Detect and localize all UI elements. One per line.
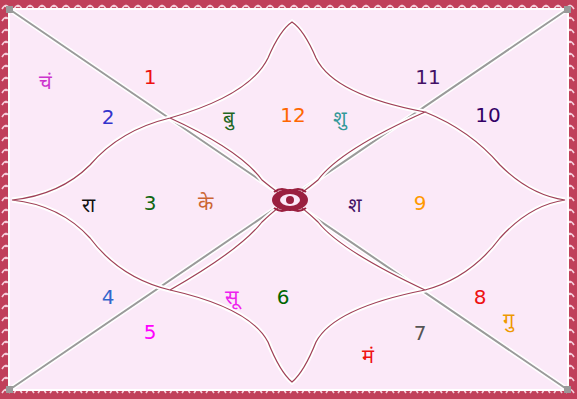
planet-label: बु — [223, 108, 234, 128]
chart-ground — [9, 9, 568, 390]
house-curves — [12, 22, 565, 382]
planet-label: रा — [82, 195, 95, 215]
center-flower — [272, 189, 308, 211]
house-number: 11 — [415, 67, 440, 87]
house-number: 9 — [414, 193, 427, 213]
house-number: 5 — [144, 322, 157, 342]
planet-label: के — [198, 193, 213, 213]
planet-label: चं — [39, 72, 52, 92]
house-number: 1 — [144, 67, 157, 87]
diagonals — [6, 6, 571, 393]
house-number: 6 — [277, 287, 290, 307]
house-number: 12 — [280, 105, 305, 125]
planet-label: शु — [333, 108, 347, 128]
house-number: 4 — [102, 287, 115, 307]
planet-label: गु — [503, 310, 514, 330]
house-number: 10 — [475, 105, 500, 125]
house-number: 3 — [144, 193, 157, 213]
planet-label: श — [348, 195, 362, 215]
house-number: 7 — [414, 323, 427, 343]
planet-label: सू — [225, 287, 239, 307]
planet-label: मं — [362, 346, 374, 366]
house-number: 8 — [474, 287, 487, 307]
house-number: 2 — [102, 107, 115, 127]
